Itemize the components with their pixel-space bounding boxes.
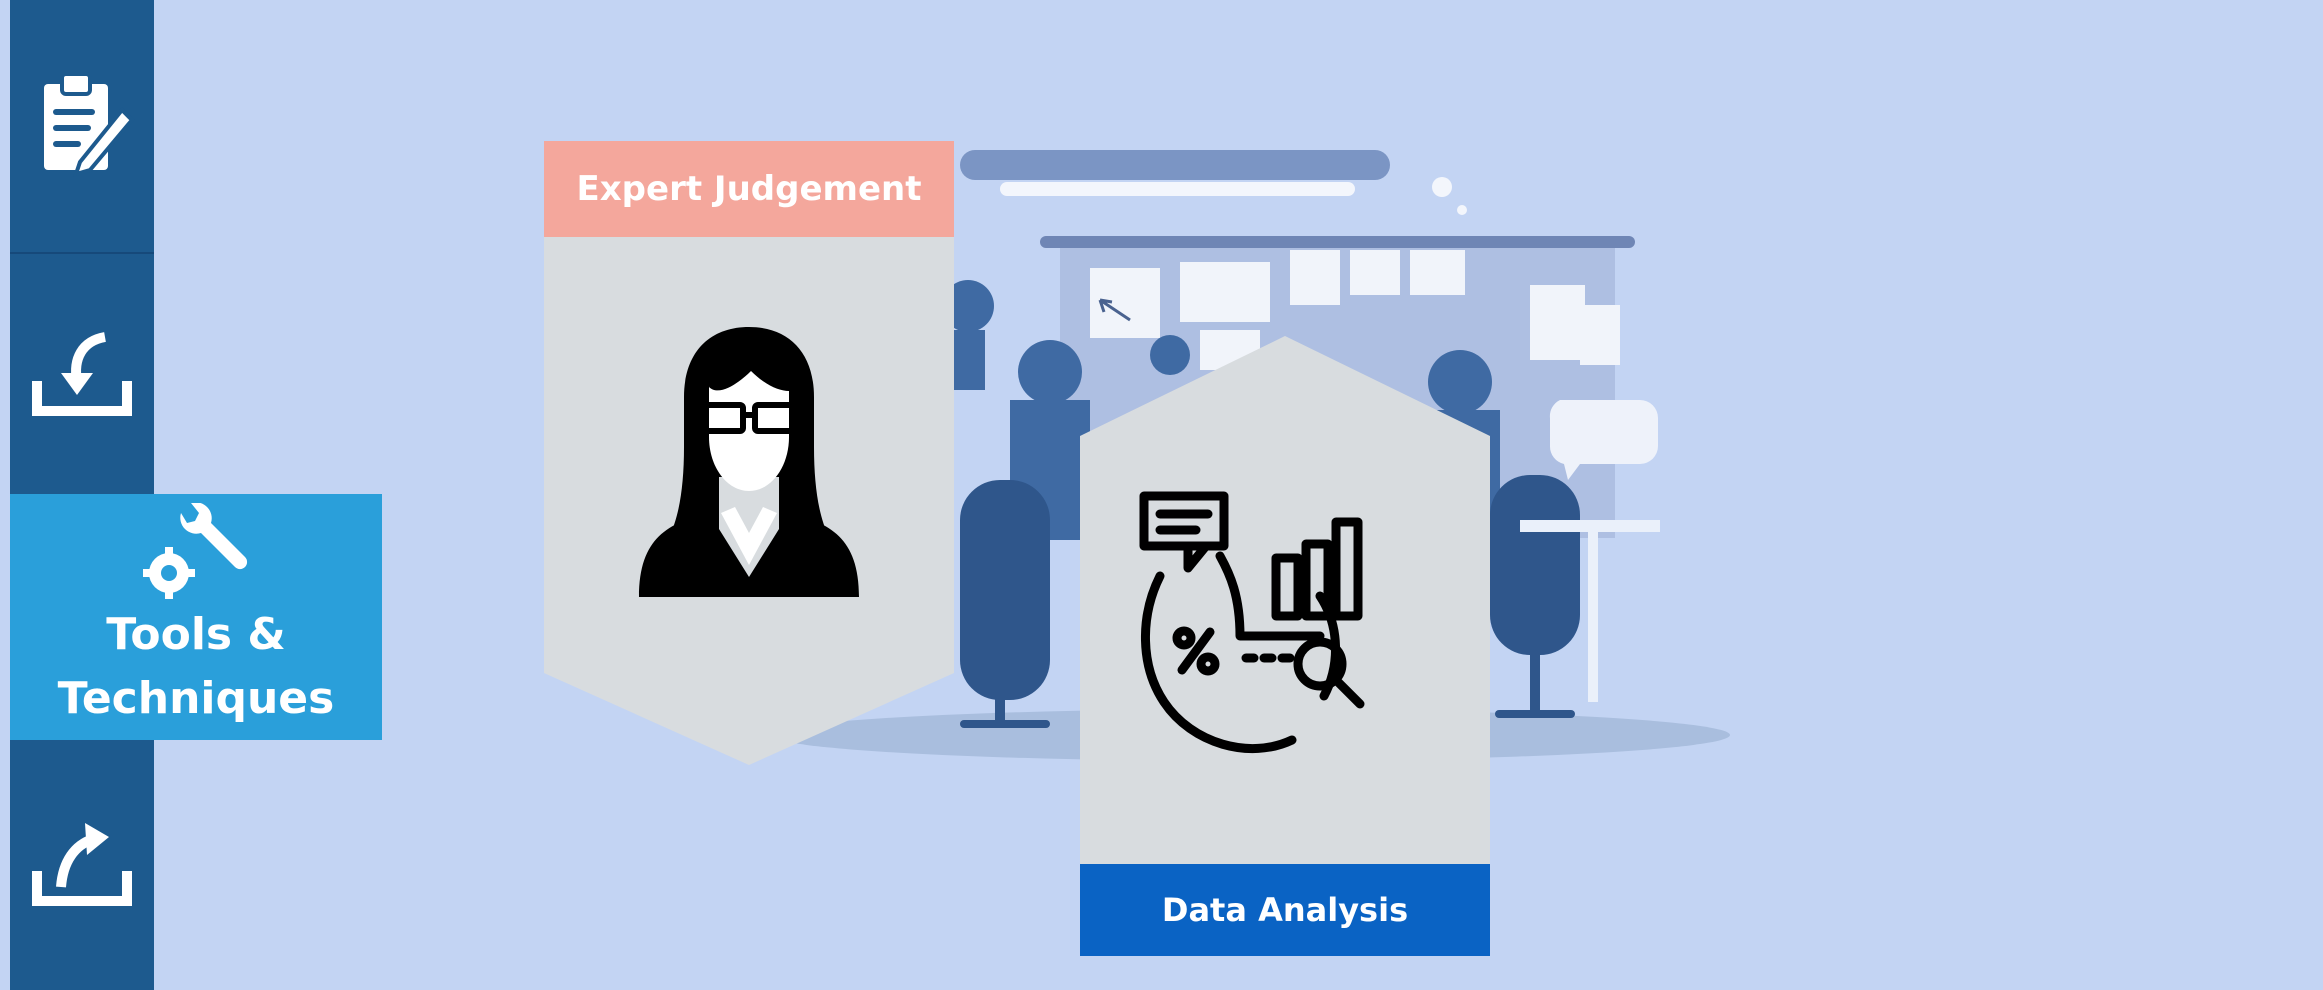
bubble-dot	[1432, 177, 1452, 197]
sidebar-item-import[interactable]	[10, 252, 154, 494]
data-analysis-icon	[1139, 491, 1365, 754]
tools-label-line1: Tools &	[106, 609, 286, 660]
speech-bubble	[1549, 400, 1658, 480]
board-rail	[1040, 236, 1635, 248]
download-tray-icon	[32, 332, 132, 416]
expert-judgement-card[interactable]	[544, 237, 954, 765]
table-leg	[1588, 532, 1598, 702]
data-analysis-card[interactable]	[1080, 336, 1490, 864]
clipboard-edit-icon	[44, 72, 135, 177]
arrow-note	[1098, 298, 1131, 322]
sidebar-item-inputs[interactable]	[10, 6, 154, 246]
meeting-chairs	[960, 475, 1580, 728]
ceiling-lamp	[960, 150, 1390, 180]
tools-label-line2: Techniques	[57, 673, 335, 724]
bubble-dot	[1457, 205, 1467, 215]
tools-techniques-label: Tools & Techniques	[58, 603, 335, 731]
tools-gear-icon	[143, 503, 248, 599]
sidebar-item-tools-techniques[interactable]: Tools & Techniques	[10, 494, 382, 740]
side-table	[1520, 520, 1660, 532]
sidebar-item-export[interactable]	[10, 740, 154, 988]
expert-judgement-title: Expert Judgement	[544, 141, 954, 237]
lamp-light	[1000, 182, 1355, 196]
upload-tray-icon	[32, 823, 132, 906]
data-analysis-label: Data Analysis	[1080, 864, 1490, 956]
businesswoman-icon	[639, 327, 859, 597]
